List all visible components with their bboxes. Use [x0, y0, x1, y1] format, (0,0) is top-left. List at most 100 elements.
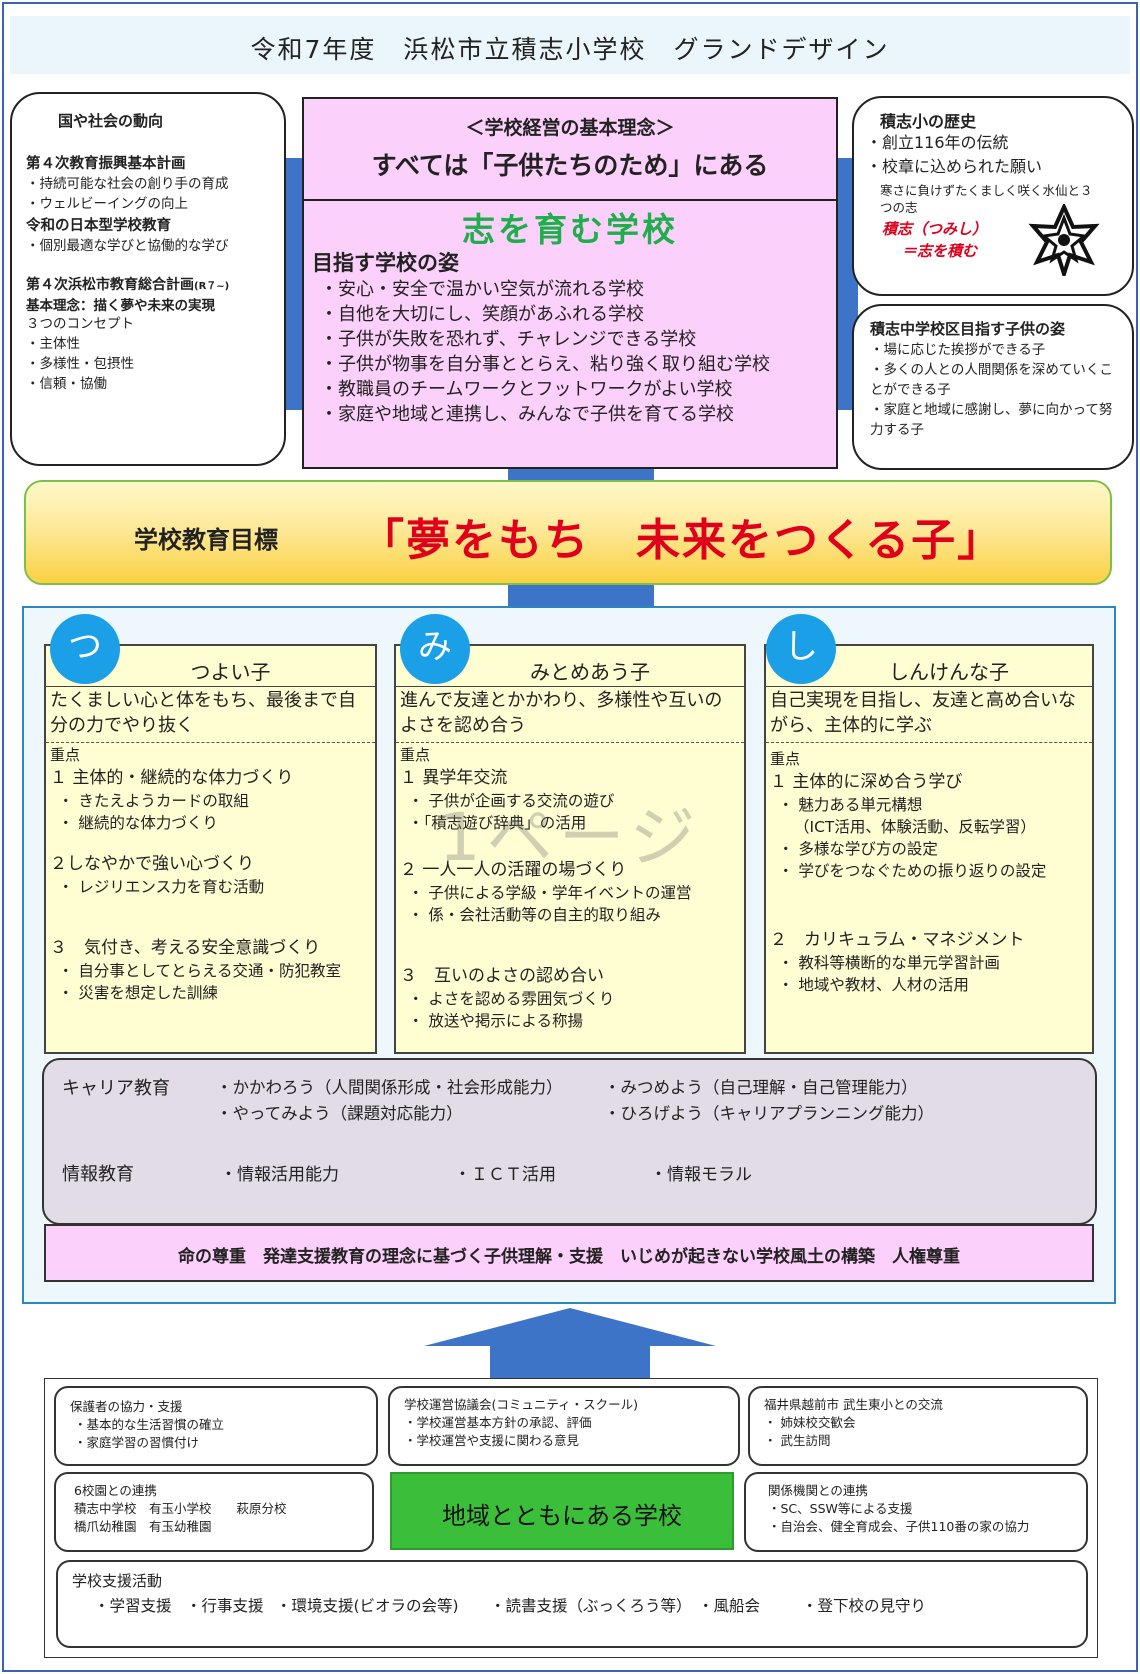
junior-item: ・多くの人との人間関係を深めていくことができる子	[870, 362, 1113, 398]
point-bullet: ・ 子供が企画する交流の遊び	[408, 792, 615, 810]
school-goal-banner: 学校教育目標 「夢をもち 未来をつくる子」	[24, 480, 1112, 585]
guardian-item: ・家庭学習の習慣付け	[74, 1435, 200, 1450]
activity-item: ・学習支援	[94, 1597, 172, 1615]
concept-item: ・信頼・協働	[26, 376, 107, 392]
column-title: みとめあう子	[530, 660, 650, 684]
junior-item: ・場に応じた挨拶ができる子	[870, 342, 1046, 358]
circle-shi: し	[766, 614, 836, 684]
vision-heading: 目指す学校の姿	[312, 251, 459, 275]
school-philosophy-box: ＜学校経営の基本理念＞ すべては「子供たちのため」にある 志を育む学校 目指す学…	[302, 97, 838, 469]
philosophy-divider	[304, 199, 836, 201]
guardian-box: 保護者の協力・支援 ・基本的な生活習慣の確立 ・家庭学習の習慣付け	[54, 1386, 378, 1466]
point-bullet: ・ 自分事としてとらえる交通・防犯教室	[58, 962, 341, 980]
council-title: 学校運営協議会(コミュニティ・スクール)	[404, 1397, 639, 1412]
point-bullet: （ICT活用、体験活動、反転学習）	[794, 818, 1036, 836]
guardian-title: 保護者の協力・支援	[70, 1399, 183, 1414]
column-desc: たくましい心と体をもち、最後まで自分の力でやり抜く	[50, 690, 356, 736]
community-center-text: 地域とともにある学校	[442, 1502, 682, 1530]
vision-list: ・安心・安全で温かい空気が流れる学校 ・自他を大切にし、笑顔があふれる学校 ・子…	[320, 277, 770, 427]
career-education-box: キャリア教育 ・かかわろう（人間関係形成・社会形成能力） ・みつめよう（自己理解…	[42, 1058, 1097, 1225]
activity-item: ・風船会	[698, 1597, 761, 1615]
vision-item: ・家庭や地域と連携し、みんなで子供を育てる学校	[320, 404, 734, 425]
point-bullet: ・「積志遊び辞典」の活用	[408, 814, 587, 832]
national-heading: 国や社会の動向	[58, 112, 164, 130]
point-bullet: ・ 災害を想定した訓練	[58, 984, 218, 1002]
plan4-item: ・ウェルビーイングの向上	[26, 196, 188, 212]
column-title-rule	[396, 686, 744, 687]
connector-left	[282, 158, 304, 410]
history-note: 寒さに負けずたくましく咲く水仙と３つの志	[880, 183, 1093, 215]
column-title: つよい子	[190, 660, 271, 684]
info-label: 情報教育	[62, 1164, 134, 1185]
fukui-item: ・ 武生訪問	[764, 1433, 831, 1448]
plan4-item: ・持続可能な社会の創り手の育成	[26, 176, 229, 192]
fukui-title: 福井県越前市 武生東小との交流	[764, 1397, 943, 1412]
point-bullet: ・ きたえようカードの取組	[58, 792, 249, 810]
up-arrow-icon	[424, 1308, 716, 1382]
focus-label: 重点	[50, 746, 81, 764]
career-item: ・みつめよう（自己理解・自己管理能力）	[604, 1078, 918, 1097]
council-item: ・学校運営基本方針の承認、評価	[404, 1415, 592, 1430]
base-values-box: 命の尊重 発達支援教育の理念に基づく子供理解・支援 いじめが起きない学校風土の構…	[44, 1224, 1094, 1282]
column-shinken: しんけんな子 自己実現を目指し、友達と高め合いながら、主体的に学ぶ 重点 １ 主…	[764, 644, 1094, 1054]
point-bullet: ・ 放送や掲示による称揚	[408, 1012, 583, 1030]
point-title: ３ 互いのよさの認め合い	[400, 966, 604, 986]
fukui-exchange-box: 福井県越前市 武生東小との交流 ・ 姉妹校交歓会 ・ 武生訪問	[748, 1386, 1088, 1466]
vision-item: ・教職員のチームワークとフットワークがよい学校	[320, 379, 733, 400]
point-bullet: ・ よさを認める雰囲気づくり	[408, 990, 615, 1008]
related-title: 関係機関との連携	[768, 1483, 868, 1498]
city-basic: 基本理念：描く夢や未来の実現	[26, 298, 215, 314]
history-box: 積志小の歴史 ・創立116年の伝統 ・校章に込められた願い 寒さに負けずたくまし…	[852, 96, 1134, 296]
column-desc: 自己実現を目指し、友達と高め合いながら、主体的に学ぶ	[770, 690, 1076, 736]
column-desc-rule	[396, 742, 744, 743]
philosophy-header: ＜学校経営の基本理念＞ すべては「子供たちのため」にある	[304, 113, 836, 182]
history-item: ・創立116年の伝統	[866, 133, 1009, 152]
career-item: ・やってみよう（課題対応能力）	[216, 1104, 463, 1123]
reiwa-item: ・個別最適な学びと協働的な学び	[26, 238, 229, 254]
related-item: ・SC、SSW等による支援	[768, 1501, 913, 1516]
point-bullet: ・ 魅力ある単元構想	[778, 796, 923, 814]
circle-tsu: つ	[50, 614, 120, 684]
support-activities-box: 学校支援活動 ・学習支援 ・行事支援 ・環境支援(ビオラの会等) ・読書支援（ぶ…	[56, 1560, 1088, 1648]
column-mitomeau: みとめあう子 進んで友達とかかわり、多様性や互いのよさを認め合う 重点 １ 異学…	[394, 644, 746, 1054]
activity-item: ・読書支援（ぶっくろう等）	[490, 1597, 692, 1615]
point-title: ３ 気付き、考える安全意識づくり	[50, 938, 321, 958]
vision-item: ・子供が失敗を恐れず、チャレンジできる学校	[320, 329, 697, 350]
info-item: ・ＩＣＴ活用	[454, 1165, 556, 1185]
circle-mi: み	[400, 614, 470, 684]
history-emphasis: ＝志を積む	[902, 242, 978, 260]
activity-item: ・登下校の見守り	[802, 1597, 927, 1615]
concept-item: ・多様性・包摂性	[26, 356, 134, 372]
point-title: １ 主体的・継続的な体力づくり	[50, 768, 294, 788]
focus-label: 重点	[400, 746, 431, 764]
related-orgs-box: 関係機関との連携 ・SC、SSW等による支援 ・自治会、健全育成会、子供110番…	[744, 1472, 1088, 1552]
focus-label: 重点	[770, 750, 801, 768]
activity-item: ・行事支援	[186, 1597, 264, 1615]
point-bullet: ・ 係・会社活動等の自主的取り組み	[408, 906, 661, 924]
career-label: キャリア教育	[62, 1078, 170, 1099]
column-title-rule	[766, 686, 1092, 687]
point-bullet: ・ レジリエンス力を育む活動	[58, 878, 265, 896]
column-desc-rule	[46, 742, 375, 743]
point-title: １ 主体的に深め合う学び	[770, 772, 963, 792]
guardian-item: ・基本的な生活習慣の確立	[74, 1417, 225, 1432]
six-item: 橋爪幼稚園 有玉幼稚園	[74, 1519, 212, 1534]
six-title: 6校園との連携	[74, 1483, 157, 1498]
community-center-box: 地域とともにある学校	[390, 1472, 734, 1550]
page-title: 令和7年度 浜松市立積志小学校 グランドデザイン	[250, 35, 890, 64]
reiwa-title: 令和の日本型学校教育	[26, 218, 171, 234]
point-title: １ 異学年交流	[400, 768, 508, 788]
city-plan-title: 第４次浜松市教育総合計画(R７~)	[26, 277, 230, 293]
point-bullet: ・ 教科等横断的な単元学習計画	[778, 954, 1000, 972]
connector-mid-bottom	[508, 585, 654, 607]
point-bullet: ・ 多様な学び方の設定	[778, 840, 938, 858]
junior-heading: 積志中学校区目指す子供の姿	[870, 320, 1066, 338]
point-title: ２ カリキュラム・マネジメント	[770, 930, 1025, 950]
column-title: しんけんな子	[889, 660, 1009, 684]
six-item: 積志中学校 有玉小学校 萩原分校	[74, 1501, 287, 1516]
vision-item: ・安心・安全で温かい空気が流れる学校	[320, 279, 644, 300]
philosophy-label: ＜学校経営の基本理念＞	[465, 117, 675, 139]
school-emblem-icon	[1028, 204, 1100, 276]
six-schools-box: 6校園との連携 積志中学校 有玉小学校 萩原分校 橋爪幼稚園 有玉幼稚園	[54, 1472, 374, 1552]
point-title: ２しなやかで強い心づくり	[50, 854, 254, 874]
